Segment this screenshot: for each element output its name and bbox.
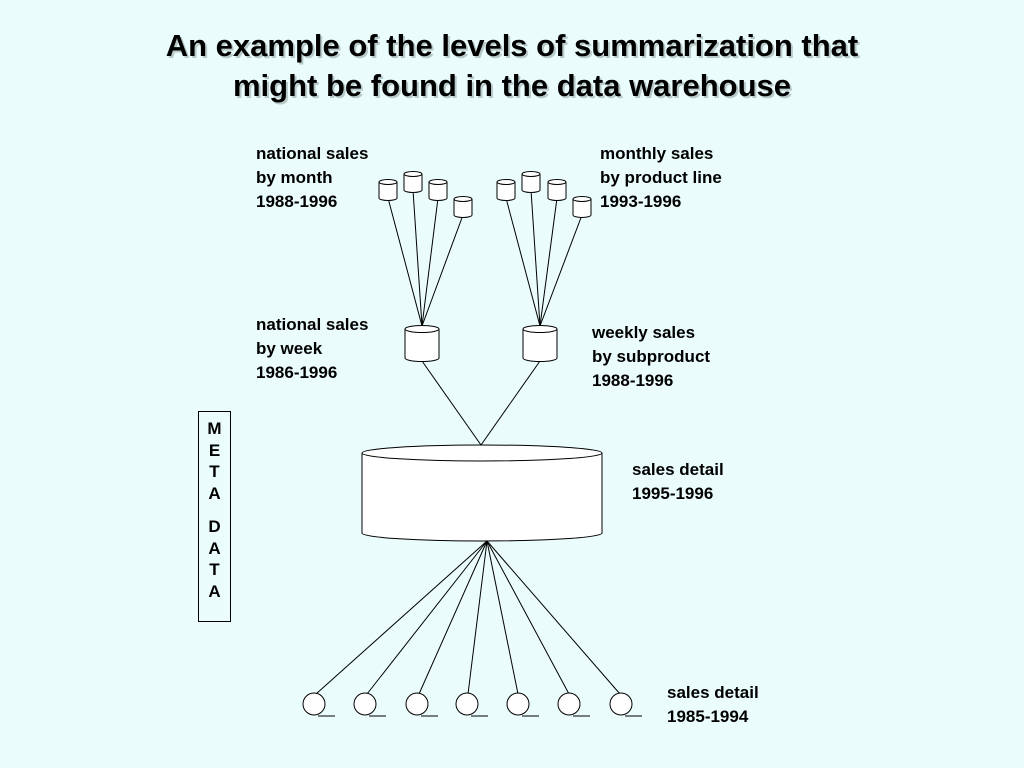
- metadata-letter: A: [208, 581, 221, 601]
- metadata-spacer: [199, 504, 230, 516]
- sales-detail-cylinder: [361, 444, 603, 542]
- metadata-letter: E: [208, 440, 221, 460]
- database-icon: [428, 179, 448, 201]
- label-sales-detail-archive: sales detail 1985-1994: [667, 683, 759, 726]
- product-summary-cylinders: [496, 171, 592, 218]
- tape-icon: [405, 692, 438, 717]
- tape-icon: [609, 692, 642, 717]
- month-summary-cylinders: [378, 171, 473, 218]
- database-icon: [404, 325, 440, 362]
- metadata-box: M E T A D A T A: [198, 411, 231, 622]
- label-monthly-sales-by-product-line: monthly sales by product line 1993-1996: [600, 144, 722, 211]
- tape-icon: [506, 692, 539, 717]
- database-icon: [521, 171, 541, 193]
- metadata-letter: T: [209, 462, 220, 481]
- metadata-letter: D: [208, 517, 221, 536]
- slide-title-line-2: might be found in the data warehouse: [232, 68, 792, 103]
- tape-icon: [302, 692, 335, 717]
- slide-title-line-1: An example of the levels of summarizatio…: [165, 28, 859, 63]
- weekly-summary-cylinders: [404, 325, 558, 362]
- label-weekly-sales-by-subproduct: weekly sales by subproduct 1988-1996: [592, 323, 711, 390]
- database-icon: [547, 179, 567, 201]
- database-icon: [453, 196, 473, 218]
- slide-title: An example of the levels of summarizatio…: [0, 26, 1024, 106]
- metadata-letter: A: [208, 483, 221, 503]
- metadata-letter: T: [209, 560, 220, 579]
- tape-icon: [353, 692, 386, 717]
- archive-tapes: [302, 692, 642, 717]
- tape-icon: [557, 692, 590, 717]
- label-national-sales-by-week: national sales by week 1986-1996: [256, 315, 369, 382]
- metadata-letter: M: [207, 419, 222, 438]
- connector-lines: [315, 189, 621, 695]
- database-icon: [403, 171, 423, 193]
- tape-icon: [455, 692, 488, 717]
- metadata-letter: A: [208, 538, 221, 558]
- database-icon: [522, 325, 558, 362]
- database-icon: [496, 179, 516, 201]
- database-icon: [572, 196, 592, 218]
- label-sales-detail-current: sales detail 1995-1996: [632, 460, 724, 503]
- label-national-sales-by-month: national sales by month 1988-1996: [256, 144, 369, 211]
- database-icon: [378, 179, 398, 201]
